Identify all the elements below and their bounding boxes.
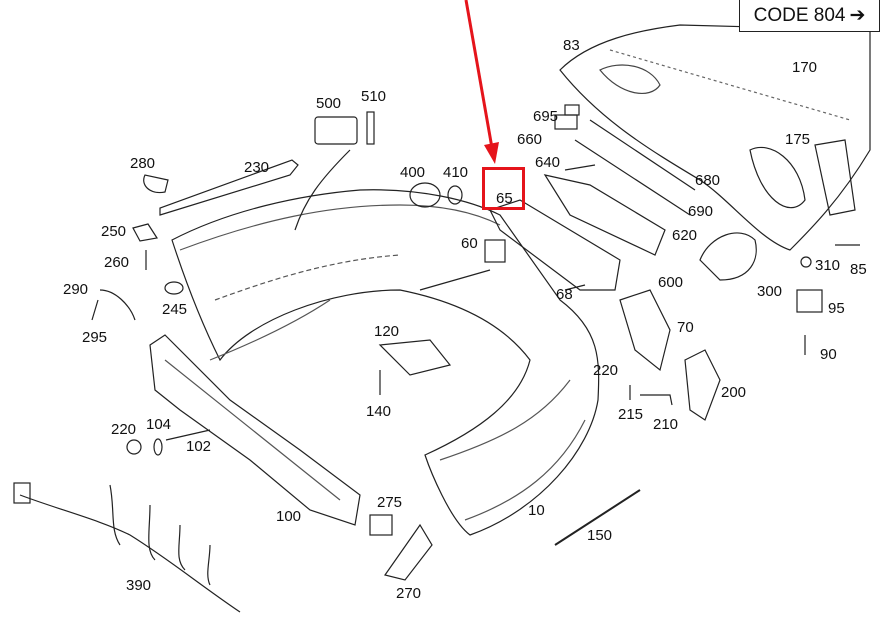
upper-diffuser	[559, 24, 871, 251]
part-label[interactable]: 83	[563, 37, 580, 54]
part-label[interactable]: 275	[377, 494, 403, 511]
part-label[interactable]: 220	[593, 362, 619, 379]
part-label[interactable]: 600	[658, 274, 684, 291]
part-label[interactable]: 280	[130, 155, 156, 172]
part-label[interactable]: 85	[850, 261, 867, 278]
part-label[interactable]: 410	[443, 164, 469, 181]
part-label[interactable]: 215	[618, 406, 644, 423]
part-label[interactable]: 10	[528, 502, 545, 519]
part-label[interactable]: 104	[146, 416, 172, 433]
highlighted-part-box[interactable]: 65	[482, 167, 525, 210]
arrow-right-icon: ➔	[849, 5, 866, 26]
part-label-65: 65	[496, 190, 513, 207]
part-label[interactable]: 640	[535, 154, 561, 171]
part-label[interactable]: 690	[688, 203, 714, 220]
part-label[interactable]: 150	[587, 527, 613, 544]
part-label[interactable]: 390	[126, 577, 152, 594]
part-label[interactable]: 68	[556, 286, 573, 303]
part-label[interactable]: 510	[361, 88, 387, 105]
part-label[interactable]: 200	[721, 384, 747, 401]
part-label[interactable]: 140	[366, 403, 392, 420]
part-label[interactable]: 695	[533, 108, 559, 125]
part-label[interactable]: 210	[653, 416, 679, 433]
part-label[interactable]: 170	[792, 59, 818, 76]
part-label[interactable]: 245	[162, 301, 188, 318]
part-label[interactable]: 175	[785, 131, 811, 148]
part-label[interactable]: 90	[820, 346, 837, 363]
part-label[interactable]: 400	[400, 164, 426, 181]
part-label[interactable]: 620	[672, 227, 698, 244]
code-text: CODE 804	[753, 4, 846, 26]
bumper-cover	[171, 189, 600, 536]
part-label[interactable]: 660	[517, 131, 543, 148]
part-label[interactable]: 270	[396, 585, 422, 602]
code-label: CODE 804 ➔	[739, 0, 880, 32]
part-label[interactable]: 295	[82, 329, 108, 346]
part-label[interactable]: 290	[63, 281, 89, 298]
part-label[interactable]: 500	[316, 95, 342, 112]
part-label[interactable]: 260	[104, 254, 130, 271]
part-label[interactable]: 70	[677, 319, 694, 336]
impact-absorber	[149, 334, 361, 526]
part-label[interactable]: 680	[695, 172, 721, 189]
part-label[interactable]: 100	[276, 508, 302, 525]
part-label[interactable]: 300	[757, 283, 783, 300]
part-label[interactable]: 120	[374, 323, 400, 340]
part-label[interactable]: 230	[244, 159, 270, 176]
part-label[interactable]: 102	[186, 438, 212, 455]
part-label[interactable]: 310	[815, 257, 841, 274]
part-label[interactable]: 250	[101, 223, 127, 240]
part-label[interactable]: 220	[111, 421, 137, 438]
part-label[interactable]: 60	[461, 235, 478, 252]
part-label[interactable]: 95	[828, 300, 845, 317]
